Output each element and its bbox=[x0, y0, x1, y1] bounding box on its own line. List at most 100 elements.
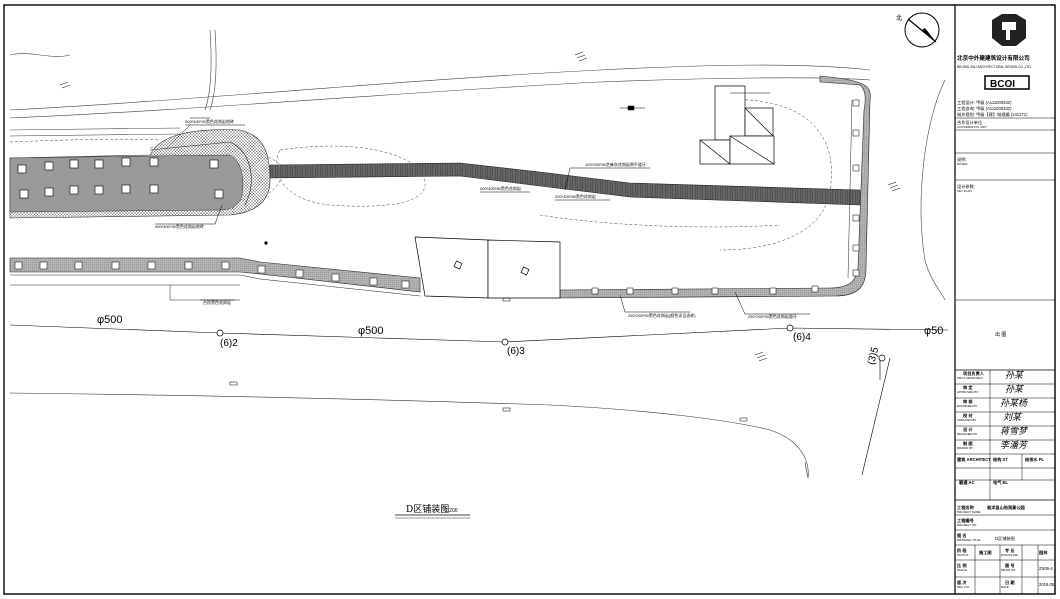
key-plan-label: 设计参数: bbox=[957, 184, 975, 189]
company-logo-icon bbox=[992, 14, 1026, 46]
callout-3: 120*250*50芝麻灰花岗岩侧平道牙 bbox=[585, 161, 646, 167]
plaza-tiles bbox=[17, 157, 224, 199]
role-3-signature: 孙某杨 bbox=[1000, 399, 1028, 409]
manhole-label-2: (6)3 bbox=[507, 346, 525, 357]
manhole-label-3: (6)4 bbox=[793, 332, 811, 343]
drawing-scale: 1:200 bbox=[445, 508, 458, 514]
right-tiles bbox=[591, 99, 860, 295]
pipe-label-2: φ500 bbox=[358, 325, 384, 337]
scale-label: 比 例 bbox=[957, 563, 967, 568]
callout-6: 250*250*50黑色花岗岩(颜色详见选样) bbox=[628, 312, 696, 318]
company-name-cn: 北京中外建建筑设计有限公司 bbox=[957, 56, 1030, 62]
discipline-plumbing: 给排水 PL bbox=[1025, 457, 1045, 462]
stage-label: 阶 段 bbox=[957, 548, 967, 553]
stage-label-en: STATUS bbox=[957, 553, 969, 557]
role-6-signature: 李潘芳 bbox=[1000, 441, 1028, 451]
drawing-title-label-en: DRAWING TITLE bbox=[957, 538, 981, 542]
role-4-en: CHECKED BY bbox=[957, 418, 977, 422]
role-3-en: EXAMINED BY bbox=[957, 404, 978, 408]
role-4-signature: 刘某 bbox=[1003, 413, 1022, 423]
role-1-en: PROJ.ARCHITECT bbox=[957, 376, 984, 380]
role-1-cn: 项目负责人 bbox=[963, 371, 984, 376]
role-5-signature: 蒋雪梦 bbox=[1000, 427, 1028, 437]
svg-text:北: 北 bbox=[896, 14, 902, 22]
cooperation-label-en: COOPERATION UNIT bbox=[957, 125, 987, 129]
callout-leaders bbox=[155, 124, 810, 315]
callout-7: 250*250*50黑色花岗岩道牙 bbox=[748, 313, 797, 319]
stage-value: 施工图 bbox=[979, 550, 992, 555]
date-value: 2018.05 bbox=[1039, 582, 1055, 587]
title-block-rules bbox=[955, 117, 1055, 594]
lower-tiles bbox=[14, 261, 410, 289]
pavilions bbox=[414, 236, 561, 299]
role-1-signature: 孙某 bbox=[1005, 371, 1024, 381]
role-6-cn: 制 图 bbox=[963, 441, 973, 446]
arrow-markers bbox=[190, 92, 770, 245]
role-2-cn: 审 定 bbox=[963, 385, 973, 390]
project-no-label: 工程编号 bbox=[957, 518, 974, 523]
drawing-title-label: 图 名 bbox=[957, 533, 967, 538]
drawing-no-value: ZS06-4 bbox=[1039, 566, 1053, 571]
role-5-cn: 设 计 bbox=[963, 427, 973, 432]
project-no-label-en: PROJECT NO. bbox=[957, 523, 978, 527]
version-label: 版 次 bbox=[957, 580, 967, 585]
buildings bbox=[699, 85, 775, 165]
brand-mark-icon: BCOI bbox=[984, 75, 1030, 90]
key-plan-label-en: KEY PLAN bbox=[957, 189, 972, 193]
pipe-label-3: φ50 bbox=[924, 325, 943, 337]
cert-3: 城乡规划: 甲级【建】城规编 (141271) bbox=[957, 112, 1028, 117]
project-name: 临沭县山地观景公园 bbox=[987, 505, 1025, 510]
discipline-hvac: 暖通 AC bbox=[959, 480, 975, 485]
pipe-label-1: φ500 bbox=[97, 314, 123, 326]
manhole-label-1: (6)2 bbox=[220, 338, 238, 349]
date-label: 日 期 bbox=[1005, 580, 1015, 585]
role-4-cn: 校 对 bbox=[963, 413, 973, 418]
stamp-label: 出 图 bbox=[995, 332, 1007, 338]
project-label-en: PROJECT NAME bbox=[957, 510, 981, 514]
plaza-paving bbox=[9, 129, 271, 219]
discipline-structure: 结构 ST bbox=[993, 457, 1008, 462]
date-label-en: DATE bbox=[1001, 585, 1009, 589]
svg-text:BCOI: BCOI bbox=[990, 79, 1015, 90]
role-6-en: DRAWN BY bbox=[957, 446, 974, 450]
callout-8: 台阶黑色花岗岩 bbox=[203, 299, 231, 305]
cert-1: 工程设计: 甲级 (A111000332) bbox=[957, 100, 1012, 105]
callout-5: 200*400*50黑色花岗岩 bbox=[555, 193, 596, 199]
callout-1: 200*400*30黑色花岗岩地砖 bbox=[185, 118, 234, 124]
drawing-title: D区铺装图 bbox=[406, 503, 449, 515]
project-label: 工程名称 bbox=[957, 505, 974, 510]
lower-road-curve bbox=[9, 392, 809, 479]
role-5-en: DESIGNED BY bbox=[957, 432, 978, 436]
cert-2: 工程咨询: 甲级 (A111000332) bbox=[957, 106, 1012, 111]
role-2-signature: 孙某 bbox=[1005, 385, 1024, 395]
discipline-architect: 建筑 ARCHITECT bbox=[957, 457, 991, 462]
cooperation-label: 合作设计单位 bbox=[957, 120, 983, 125]
notes-label-en: NOTES bbox=[957, 162, 968, 166]
discipline-label-en: DISCIPLINE bbox=[1001, 553, 1018, 557]
manhole-icons bbox=[216, 324, 886, 362]
lower-edging bbox=[9, 257, 421, 301]
callout-4: 200*400*50黑色花岗岩 bbox=[480, 185, 521, 191]
notes-label: 说明: bbox=[957, 157, 967, 162]
company-name-en: BEIJING ZWJ ARCHITECTURAL DESIGN CO.,LTD… bbox=[957, 65, 1032, 69]
scale-label-en: SCALE bbox=[957, 568, 967, 572]
walkway bbox=[269, 162, 861, 206]
manhole-label-4: (3)5 bbox=[866, 346, 881, 366]
north-arrow-icon: 北 bbox=[896, 12, 940, 48]
drawing-no-label: 图 号 bbox=[1005, 563, 1015, 568]
pipe-line bbox=[9, 324, 949, 476]
discipline-label: 专 业 bbox=[1005, 548, 1015, 553]
version-label-en: REV. NO. bbox=[957, 585, 970, 589]
drawing-no-label-en: DRAW NO. bbox=[1001, 568, 1017, 572]
symbol-marks bbox=[59, 51, 901, 422]
discipline-electrical: 电气 EL bbox=[993, 480, 1008, 485]
site-boundary-lines bbox=[9, 29, 946, 301]
sheet-frame bbox=[3, 4, 1056, 595]
discipline-value: 园林 bbox=[1039, 550, 1048, 555]
title-block: 北京中外建建筑设计有限公司 BEIJING ZWJ ARCHITECTURAL … bbox=[955, 5, 1055, 594]
drawing-title-value: D区铺装图 bbox=[995, 536, 1015, 541]
role-3-cn: 审 核 bbox=[963, 399, 973, 404]
role-2-en: APPROVED BY bbox=[957, 390, 979, 394]
callout-2: 400*400*30黑色花岗岩地砖 bbox=[155, 223, 204, 229]
